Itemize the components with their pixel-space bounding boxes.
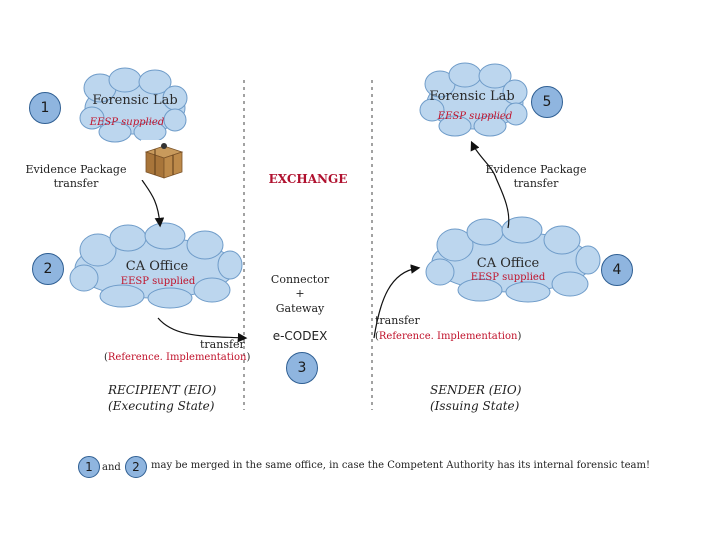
sender-ref-open: ( xyxy=(375,331,379,342)
sender-role-line2: (Issuing State) xyxy=(430,399,520,413)
cloud-sender-ca-office xyxy=(425,216,601,303)
exchange-title: EXCHANGE xyxy=(268,172,348,186)
exchange-connector: Connector xyxy=(270,273,330,286)
footnote-text: may be merged in the same office, in cas… xyxy=(151,460,651,471)
sender-ref-impl: (Reference. Implementation) xyxy=(375,331,521,342)
arrow-ca-to-lab-sender xyxy=(470,140,510,229)
sender-evidence-label-line1: Evidence Package xyxy=(485,163,587,176)
step-badge-1: 1 xyxy=(29,92,61,124)
recipient-ca-office-supplier: EESP supplied xyxy=(120,276,196,287)
sender-forensic-lab-supplier: EESP supplied xyxy=(437,111,513,122)
recipient-role-line1: RECIPIENT (EIO) xyxy=(108,383,217,397)
footnote-badge-1: 1 xyxy=(78,456,100,478)
recipient-ref-impl: (Reference. Implementation) xyxy=(104,352,250,363)
arrow-lab-to-ca-recipient xyxy=(141,179,165,228)
recipient-ref-close: ) xyxy=(246,352,251,363)
recipient-ref-text: Reference. Implementation xyxy=(107,352,247,363)
sender-evidence-label-line2: transfer xyxy=(513,177,559,190)
recipient-transfer-label: transfer xyxy=(200,338,245,351)
recipient-forensic-lab-title: Forensic Lab xyxy=(92,93,178,108)
cloud-recipient-forensic-lab xyxy=(79,67,188,143)
sender-role-line1: SENDER (EIO) xyxy=(430,383,522,397)
step-badge-5: 5 xyxy=(531,86,563,118)
step-badge-3: 3 xyxy=(286,352,318,384)
sender-ref-text: Reference. Implementation xyxy=(378,331,518,342)
recipient-evidence-label-line1: Evidence Package xyxy=(25,163,127,176)
recipient-evidence-label-line2: transfer xyxy=(53,177,99,190)
cloud-sender-forensic-lab xyxy=(419,62,528,137)
recipient-role-line2: (Executing State) xyxy=(108,399,215,413)
evidence-package-icon xyxy=(141,140,187,180)
recipient-ca-office-title: CA Office xyxy=(125,259,189,274)
sender-transfer-label: transfer xyxy=(375,314,420,327)
arrow-ca-to-exchange xyxy=(157,317,248,343)
exchange-plus: + xyxy=(295,287,305,300)
sender-forensic-lab-title: Forensic Lab xyxy=(429,89,515,104)
arrow-exchange-to-ca-sender xyxy=(373,264,421,339)
sender-ca-office-supplier: EESP supplied xyxy=(470,272,546,283)
recipient-forensic-lab-supplier: EESP supplied xyxy=(89,117,165,128)
footnote-and: and xyxy=(102,462,121,473)
exchange-gateway: Gateway xyxy=(275,302,325,315)
exchange-ecodex: e-CODEX xyxy=(272,329,328,343)
sender-ca-office-title: CA Office xyxy=(476,256,540,271)
footnote-badge-2: 2 xyxy=(125,456,147,478)
cloud-recipient-ca-office xyxy=(69,222,243,309)
step-badge-2: 2 xyxy=(32,253,64,285)
step-badge-4: 4 xyxy=(601,254,633,286)
sender-ref-close: ) xyxy=(517,331,522,342)
recipient-ref-open: ( xyxy=(104,352,108,363)
